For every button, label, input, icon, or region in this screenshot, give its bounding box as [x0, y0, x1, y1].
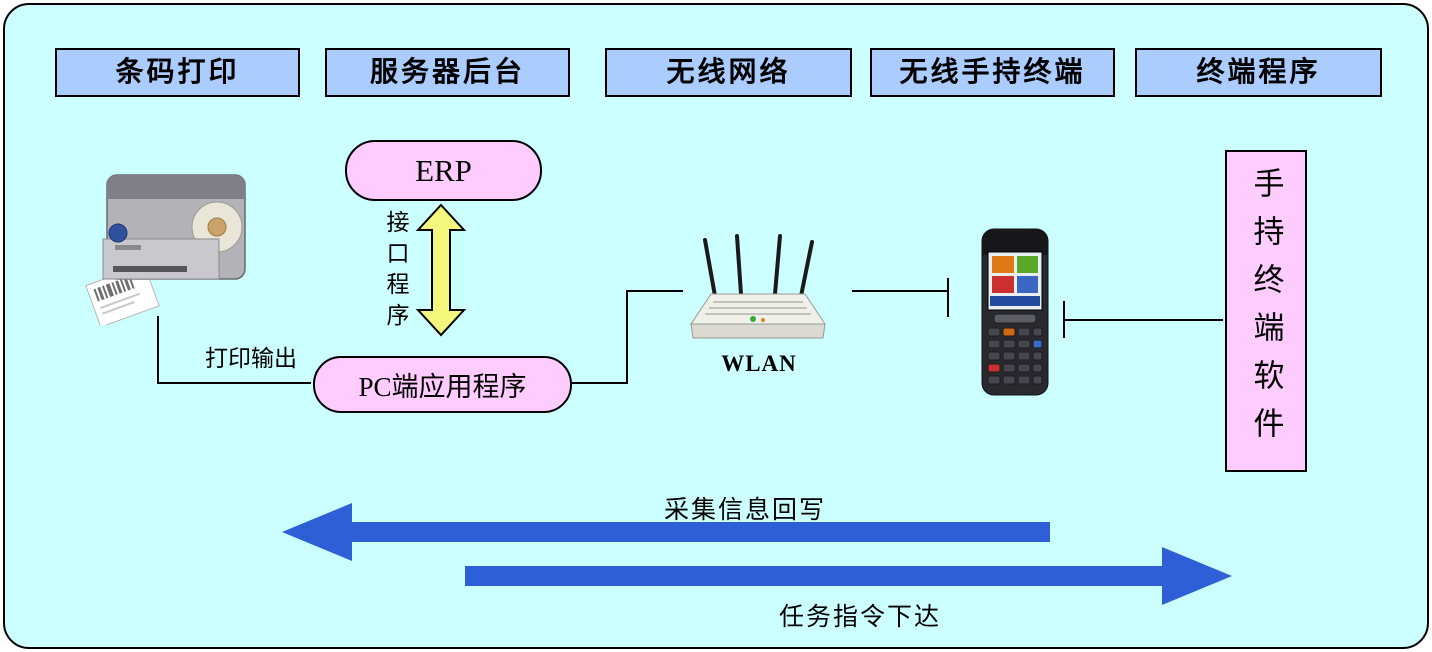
label-task-dispatch: 任务指令下达 — [778, 604, 941, 631]
pc-app-label: PC端应用程序 — [358, 372, 527, 402]
yellow-bidirectional-arrow — [415, 203, 467, 337]
header-terminal-program: 终端程序 — [1135, 48, 1382, 97]
terminal-software-label: 手持终端软件 — [1248, 167, 1284, 455]
handheld-terminal-image — [981, 228, 1049, 396]
header-wireless-handheld: 无线手持终端 — [870, 48, 1115, 97]
interface-program-label: 接口程序 — [383, 210, 408, 334]
pc-app-node: PC端应用程序 — [313, 356, 572, 413]
connector-lines — [157, 278, 1223, 384]
pcapp-to-router-line — [570, 290, 683, 384]
erp-label: ERP — [415, 152, 472, 188]
wlan-label: WLAN — [721, 351, 797, 376]
wlan-router-image — [690, 234, 826, 339]
header-wireless-network: 无线网络 — [605, 48, 852, 97]
arrow-task-dispatch — [465, 547, 1232, 605]
terminal-software-node: 手持终端软件 — [1225, 150, 1307, 472]
print-output-label: 打印输出 — [205, 346, 297, 371]
arrow-collect-writeback — [282, 503, 1050, 561]
header-barcode-printing: 条码打印 — [55, 48, 300, 97]
erp-node: ERP — [345, 140, 542, 201]
printer-to-pcapp-line — [157, 316, 311, 384]
barcode-printer-image — [85, 174, 246, 325]
label-collect-writeback: 采集信息回写 — [663, 497, 826, 524]
header-server-backend: 服务器后台 — [325, 48, 570, 97]
